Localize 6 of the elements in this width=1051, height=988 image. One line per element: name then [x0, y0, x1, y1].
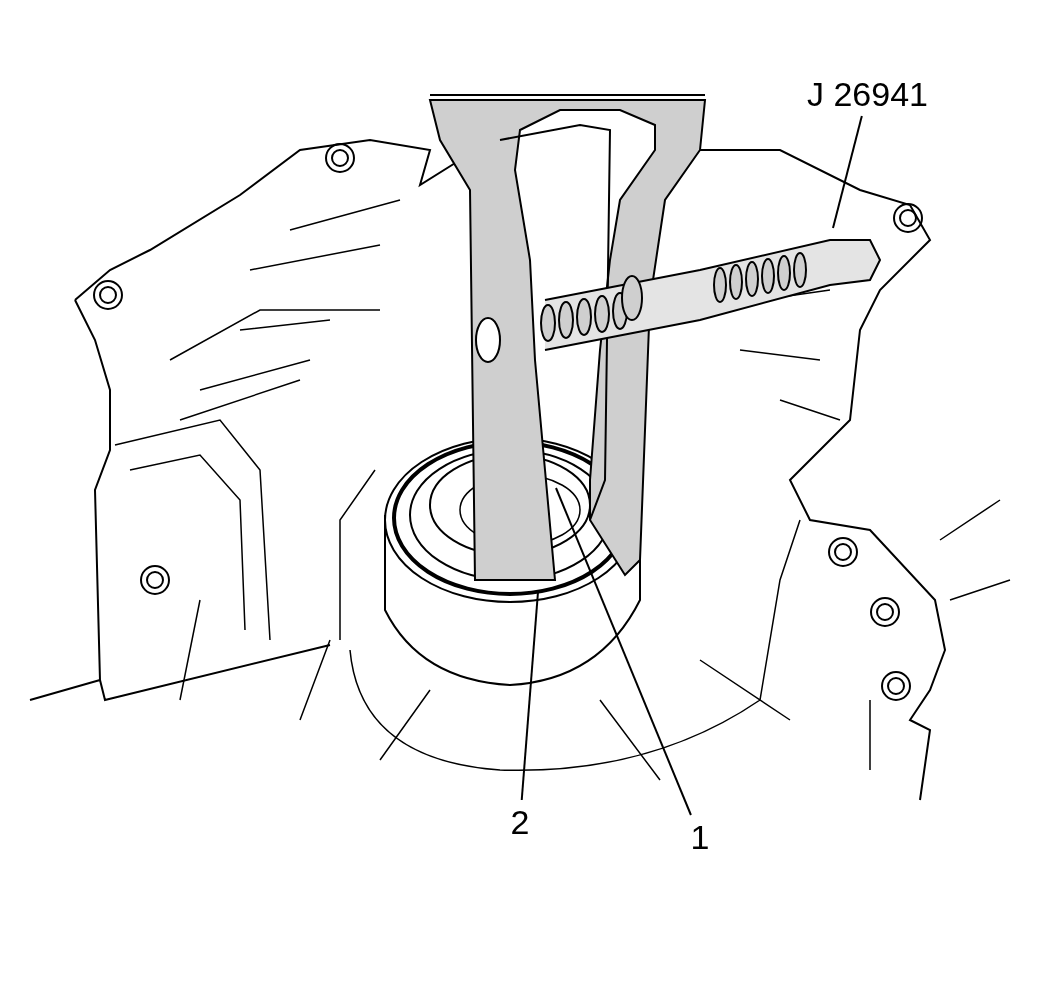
leader-line: [832, 115, 863, 229]
callout-label: 2: [510, 805, 530, 839]
callout-label: J 26941: [807, 77, 928, 111]
leader-line: [520, 591, 539, 801]
callout-label: 1: [690, 820, 710, 854]
leader-line: [555, 487, 692, 816]
